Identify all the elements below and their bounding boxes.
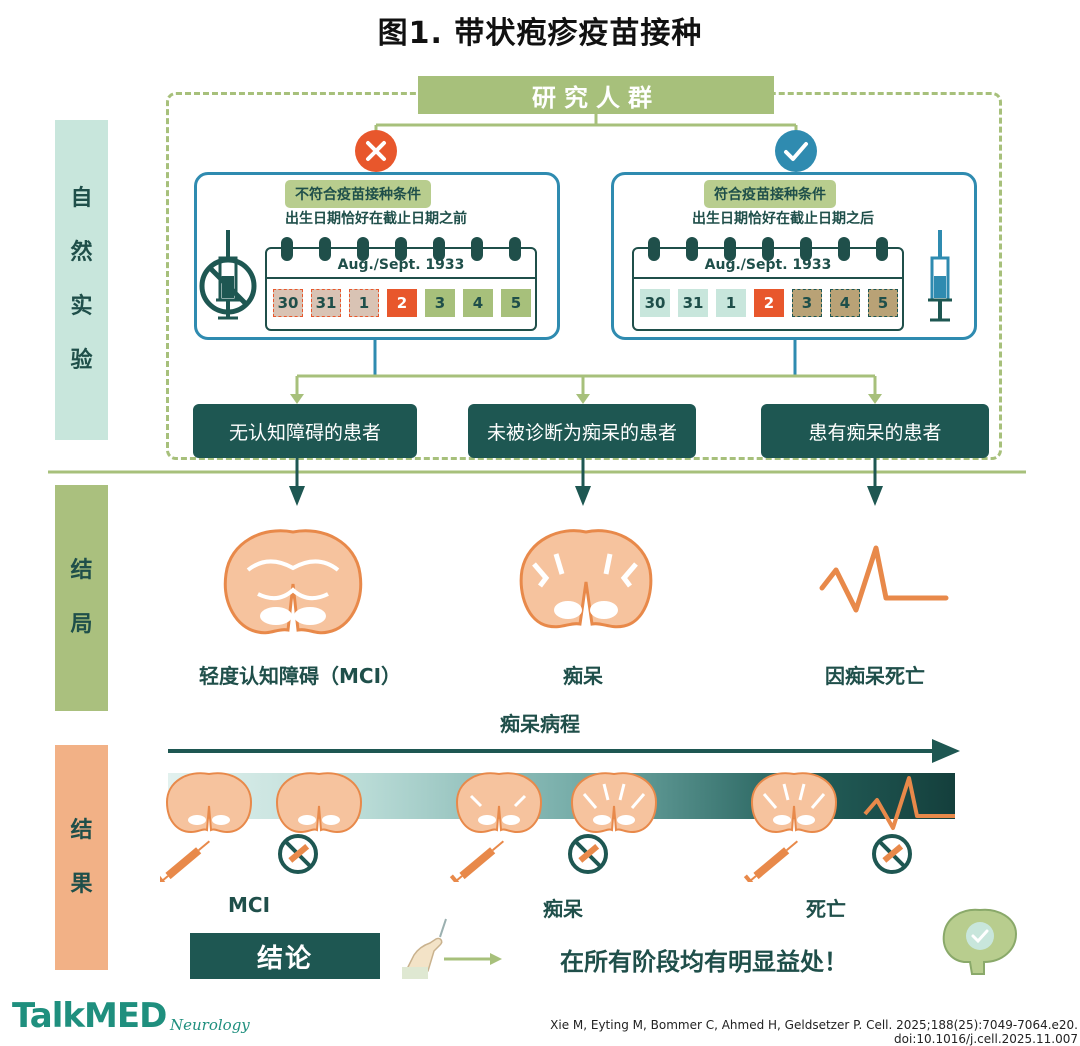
day-cell: 3 (425, 289, 455, 317)
outcome-mci: 轻度认知障碍（MCI） (198, 664, 402, 688)
day-cell: 1 (716, 289, 746, 317)
ecg-stage-icon (863, 776, 955, 830)
brain-atrophy-icon (519, 529, 653, 629)
ecg-flatline-icon (819, 545, 949, 613)
x-icon (355, 130, 397, 172)
brain-stage-5 (750, 772, 838, 834)
outcome-dementia: 痴呆 (563, 664, 603, 688)
course-arrow (168, 739, 960, 763)
section-outcome: 结局 (55, 485, 108, 711)
syringe-icon-stage1 (160, 840, 211, 882)
calendar-header (267, 249, 535, 279)
day-cell: 5 (868, 289, 898, 317)
no-syringe-icon-stage2 (568, 834, 608, 874)
day-cell: 4 (463, 289, 493, 317)
section-label-char: 实 (70, 294, 93, 319)
section-outcome-char: 结局 (70, 544, 92, 652)
no-vaccine-icon (199, 230, 257, 320)
section-label-char: 自 (70, 186, 93, 211)
conclusion-label: 结论 (190, 933, 380, 979)
talkmed-logo: TalkMED (12, 996, 167, 1036)
calendar-month: Aug./Sept. 1933 (337, 257, 465, 273)
eligible-subtitle: 出生日期恰好在截止日期之后 (692, 211, 874, 227)
section-result-char: 结果 (70, 804, 92, 912)
section-label-char: 局 (70, 612, 93, 637)
check-icon (775, 130, 817, 172)
day-cell: 31 (311, 289, 341, 317)
day-cell: 30 (640, 289, 670, 317)
study-population-header: 研究人群 (418, 76, 774, 114)
section-label-char: 然 (70, 240, 93, 265)
ineligible-badge: 不符合疫苗接种条件 (285, 180, 431, 208)
conclusion-text: 在所有阶段均有明显益处！ (560, 948, 848, 976)
hand-syringe-icon (402, 918, 502, 979)
calendar-left: Aug./Sept. 1933 30 31 1 2 3 4 5 (265, 237, 537, 331)
calendar-header (634, 249, 902, 279)
logo-subtitle: Neurology (170, 1016, 250, 1034)
day-cell: 5 (501, 289, 531, 317)
brain-stage-3 (455, 772, 543, 834)
group-with-dementia: 患有痴呆的患者 (761, 404, 989, 458)
no-syringe-icon-stage3 (872, 834, 912, 874)
group-no-dementia-diagnosis: 未被诊断为痴呆的患者 (468, 404, 696, 458)
section-natural-char: 自然实验 (70, 172, 92, 388)
day-cell: 1 (349, 289, 379, 317)
citation: Xie M, Eyting M, Bommer C, Ahmed H, Geld… (550, 1018, 1078, 1046)
ineligible-subtitle: 出生日期恰好在截止日期之前 (285, 211, 467, 227)
stage-dementia: 痴呆 (543, 897, 583, 921)
day-cell: 30 (273, 289, 303, 317)
outcome-dementia-death: 因痴呆死亡 (825, 664, 925, 688)
stage-death: 死亡 (806, 897, 846, 921)
day-cell: 3 (792, 289, 822, 317)
eligible-badge: 符合疫苗接种条件 (704, 180, 836, 208)
day-cell: 4 (830, 289, 860, 317)
section-label-char: 果 (70, 871, 93, 897)
brain-stage-2 (275, 772, 363, 834)
stage-mci: MCI (228, 893, 271, 917)
ineligible-panel: 不符合疫苗接种条件 出生日期恰好在截止日期之前 Aug./Sept. 1933 … (194, 172, 560, 340)
calendar-right: Aug./Sept. 1933 30 31 1 2 3 4 5 (632, 237, 904, 331)
eligible-panel: 符合疫苗接种条件 出生日期恰好在截止日期之后 Aug./Sept. 1933 3… (611, 172, 977, 340)
healthy-brain-check-icon (942, 908, 1018, 975)
section-label-char: 结 (70, 558, 93, 583)
day-cell-cutoff: 2 (754, 289, 784, 317)
section-label-char: 结 (70, 817, 93, 843)
brain-stage-1 (165, 772, 253, 834)
brain-stage-4 (570, 772, 658, 834)
group-no-cognitive-impairment: 无认知障碍的患者 (193, 404, 417, 458)
day-cell-cutoff: 2 (387, 289, 417, 317)
calendar-month: Aug./Sept. 1933 (704, 257, 832, 273)
dementia-course-label: 痴呆病程 (500, 712, 580, 736)
syringe-icon-stage2 (449, 840, 505, 882)
day-cell: 31 (678, 289, 708, 317)
syringe-icon (928, 230, 952, 322)
figure-title: 图1. 带状疱疹疫苗接种 (377, 16, 703, 51)
stage-vaccine-icons (160, 834, 912, 882)
section-natural-experiment: 自然实验 (55, 120, 108, 440)
no-syringe-icon-stage1 (278, 834, 318, 874)
section-label-char: 验 (70, 348, 93, 373)
brain-coronal-icon (223, 529, 363, 635)
stage-brains (165, 772, 955, 834)
syringe-icon-stage3 (743, 840, 799, 882)
section-result: 结果 (55, 745, 108, 970)
